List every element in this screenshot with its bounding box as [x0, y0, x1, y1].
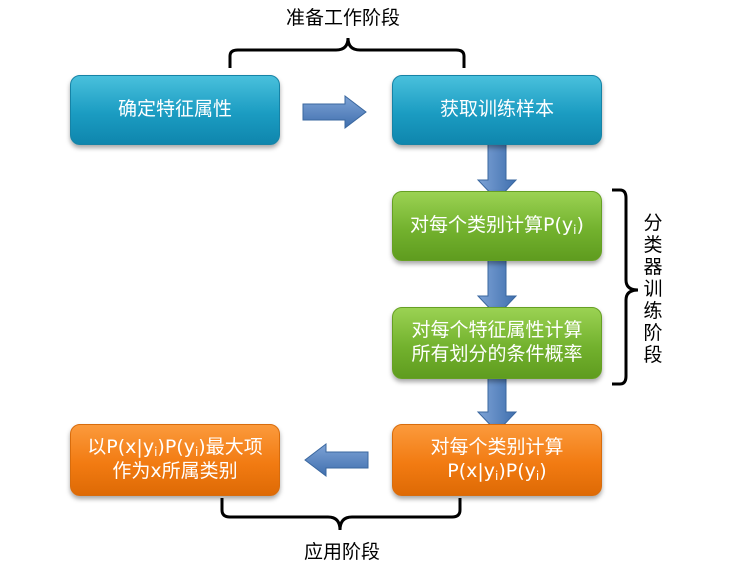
compute-conditional-text: 对每个特征属性计算 所有划分的条件概率 — [411, 319, 583, 365]
get-samples-box: 获取训练样本 — [392, 75, 602, 145]
preparation-brace — [228, 37, 466, 68]
arrow-right-icon — [302, 94, 367, 130]
application-brace — [220, 498, 462, 531]
compute-prior-box: 对每个类别计算P(yi) — [392, 191, 602, 261]
compute-joint-box: 对每个类别计算 P(x|yi)P(yi) — [392, 424, 602, 496]
arrow-down-icon — [476, 140, 518, 201]
arrow-down-icon — [476, 253, 518, 317]
select-max-text: 以P(x|yi)P(yi)最大项 作为x所属类别 — [87, 436, 263, 483]
compute-prior-text: 对每个类别计算P(yi) — [410, 214, 584, 237]
application-phase-label: 应用阶段 — [304, 541, 381, 563]
training-phase-label: 分类器训练阶段 — [643, 212, 663, 366]
compute-conditional-box: 对每个特征属性计算 所有划分的条件概率 — [392, 307, 602, 379]
arrow-left-icon — [304, 442, 369, 478]
get-samples-text: 获取训练样本 — [439, 98, 554, 121]
select-max-box: 以P(x|yi)P(yi)最大项 作为x所属类别 — [70, 424, 280, 496]
determine-features-text: 确定特征属性 — [117, 98, 232, 121]
determine-features-box: 确定特征属性 — [70, 75, 280, 145]
preparation-phase-label: 准备工作阶段 — [286, 7, 401, 29]
compute-joint-text: 对每个类别计算 P(x|yi)P(yi) — [430, 436, 564, 483]
arrow-down-icon — [476, 371, 518, 433]
training-brace — [612, 188, 639, 386]
